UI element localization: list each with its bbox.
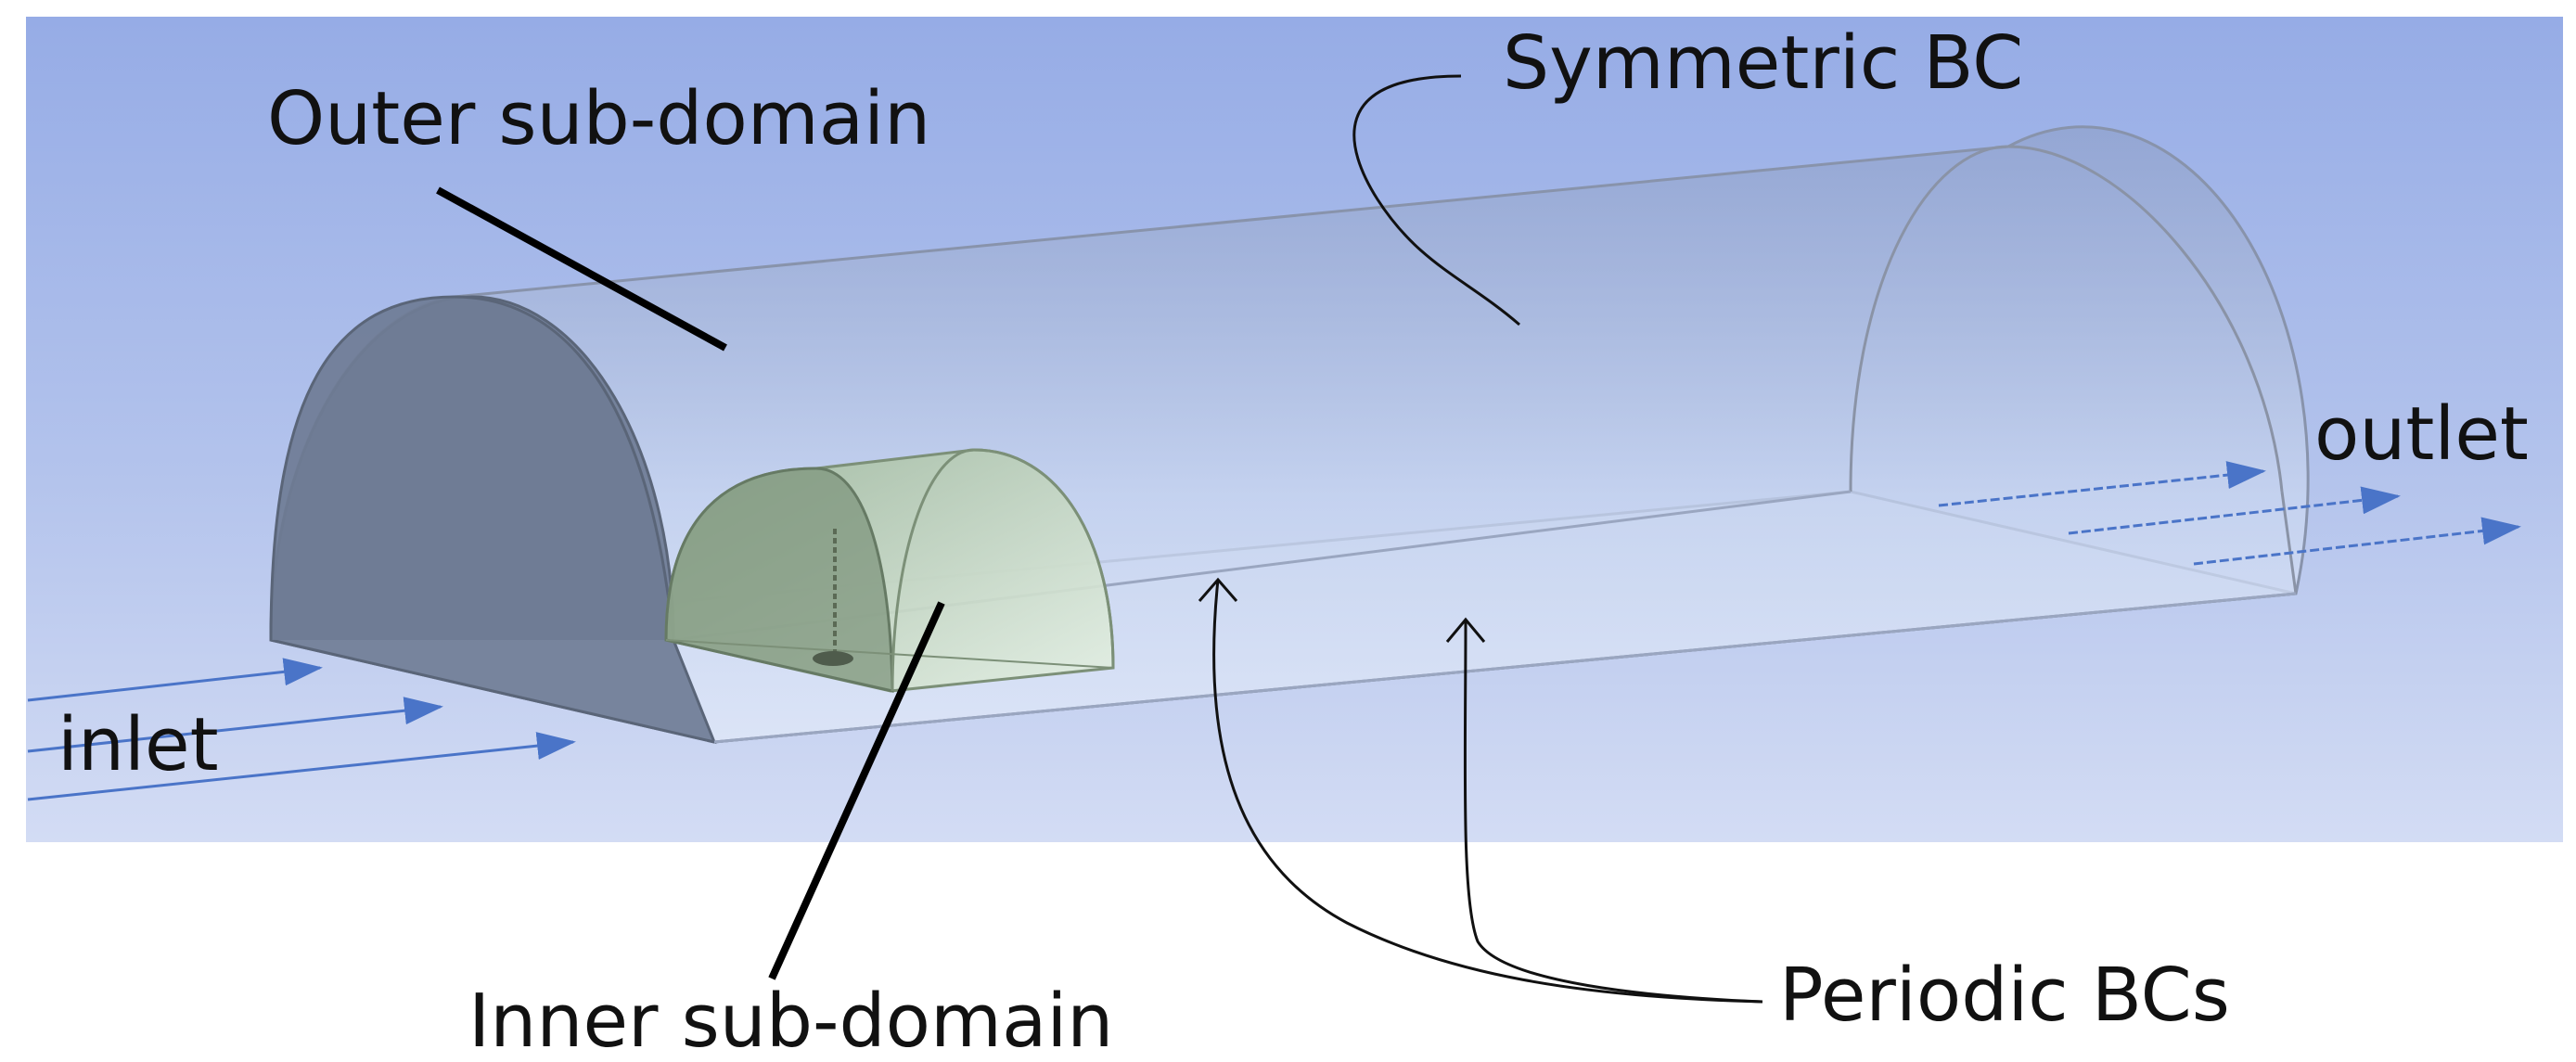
periodic-bcs-label: Periodic BCs [1779,953,2230,1038]
inlet-arrow-1 [27,658,323,702]
inlet-arrow-2 [27,697,443,753]
outer-back-arch [1849,145,2284,493]
outlet-arrow-1 [1938,461,2266,507]
outlet-label: outlet [2314,391,2529,477]
outer-front-arch [269,295,675,641]
symmetric-bc-label: Symmetric BC [1503,20,2023,106]
inner-subdomain-label: Inner sub-domain [468,979,1113,1062]
outer-subdomain-label: Outer sub-domain [267,76,930,161]
inner-subdomain-leader [768,601,945,980]
periodic-plane-edge-front [713,592,2297,744]
outer-back-edge [2280,491,2298,595]
outlet-arrow-3 [2193,517,2521,566]
inner-structure-base [813,651,853,666]
periodic-bc-leader-2 [1463,621,1763,1004]
inner-bottom-edge [665,639,1114,669]
periodic-bc-arrowhead-2 [1445,617,1486,643]
outlet-arrow-2 [2068,486,2401,535]
inlet-label: inlet [58,702,219,787]
outer-subdomain-leader [436,186,727,352]
periodic-bc-arrowhead-1 [1198,577,1238,602]
symmetric-bc-leader [1352,74,1520,326]
inner-subdomain-back-arch [891,448,1115,692]
periodic-bc-leader-1 [1212,579,1763,1004]
inlet-arrow-3 [27,732,576,801]
